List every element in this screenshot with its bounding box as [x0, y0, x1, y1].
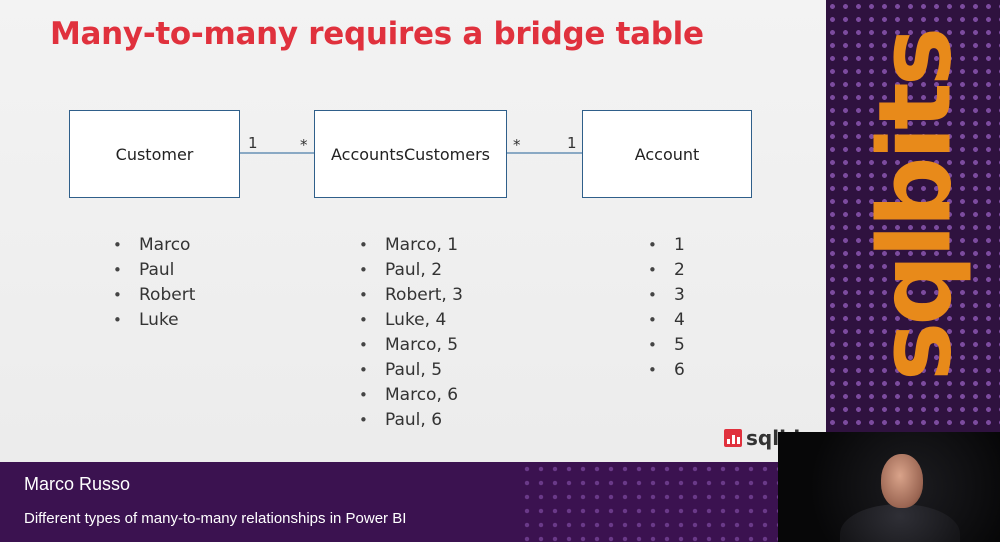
list-item: Paul, 2	[359, 258, 463, 283]
entity-account: Account	[582, 110, 752, 198]
list-item: Robert	[113, 283, 195, 308]
list-item: 2	[648, 258, 685, 283]
list-item: 5	[648, 333, 685, 358]
speaker-torso	[840, 504, 960, 542]
talk-title: Different types of many-to-many relation…	[24, 510, 407, 527]
relationship-line-bridge-account	[507, 152, 582, 154]
cardinality-right-one: 1	[567, 134, 577, 152]
entity-customer: Customer	[69, 110, 240, 198]
cardinality-left-many: *	[300, 136, 308, 154]
list-item: 1	[648, 233, 685, 258]
sqlbi-logo-icon	[724, 429, 742, 447]
customer-list: Marco Paul Robert Luke	[113, 233, 195, 333]
list-item: Marco, 6	[359, 383, 463, 408]
brand-text: sqlbits	[856, 30, 974, 382]
brand-sidebar: sqlbits	[826, 0, 1000, 462]
cardinality-left-one: 1	[248, 134, 258, 152]
account-list: 1 2 3 4 5 6	[648, 233, 685, 383]
list-item: Paul	[113, 258, 195, 283]
list-item: Paul, 5	[359, 358, 463, 383]
relationship-line-customer-bridge	[240, 152, 314, 154]
speaker-head	[881, 454, 923, 508]
presentation-slide: Many-to-many requires a bridge table Cus…	[0, 0, 826, 462]
list-item: Luke, 4	[359, 308, 463, 333]
bridge-rows-list: Marco, 1 Paul, 2 Robert, 3 Luke, 4 Marco…	[359, 233, 463, 433]
list-item: Marco, 1	[359, 233, 463, 258]
list-item: 6	[648, 358, 685, 383]
list-item: 3	[648, 283, 685, 308]
speaker-name: Marco Russo	[24, 474, 131, 494]
list-item: Marco	[113, 233, 195, 258]
speaker-video	[778, 432, 1000, 542]
list-item: 4	[648, 308, 685, 333]
brand-logo: sqlbits	[850, 31, 980, 382]
entity-accounts-customers: AccountsCustomers	[314, 110, 507, 198]
list-item: Robert, 3	[359, 283, 463, 308]
slide-title: Many-to-many requires a bridge table	[50, 16, 704, 52]
list-item: Marco, 5	[359, 333, 463, 358]
list-item: Paul, 6	[359, 408, 463, 433]
dot-pattern	[826, 0, 1000, 462]
list-item: Luke	[113, 308, 195, 333]
cardinality-right-many: *	[513, 136, 521, 154]
